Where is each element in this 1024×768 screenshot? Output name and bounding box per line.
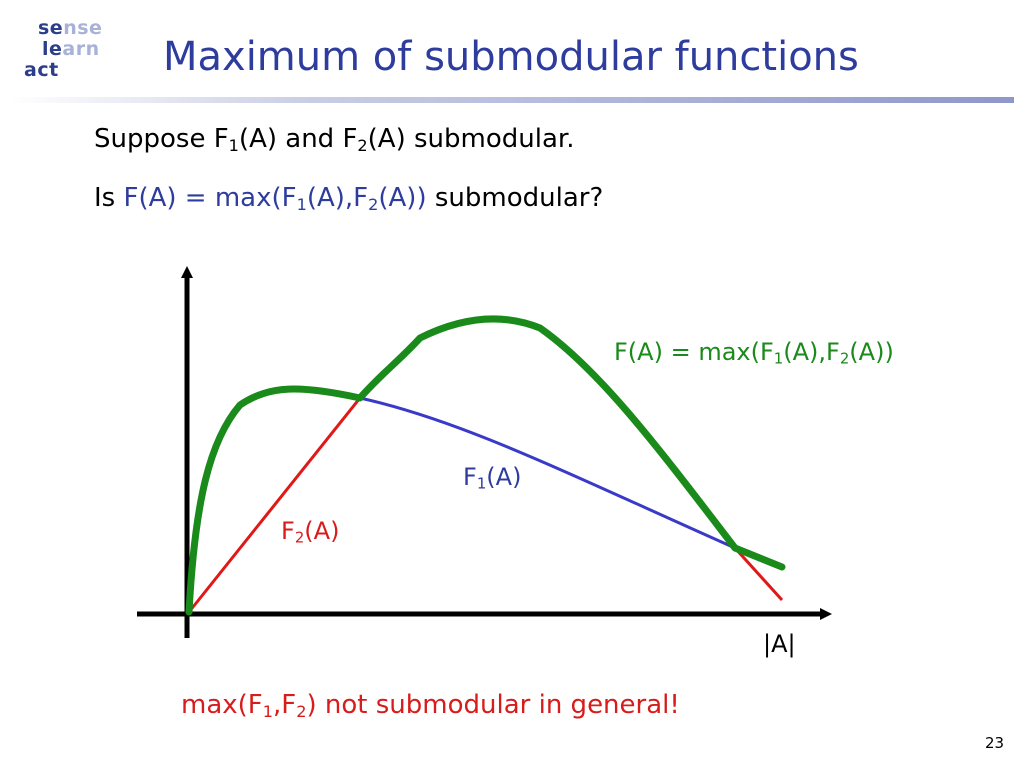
logo: sense learn act: [22, 18, 122, 90]
conclusion-caption: max(F1,F2) not submodular in general!: [181, 690, 680, 722]
max-expression: F(A) = max(F1(A),F2(A)): [123, 183, 427, 215]
page-number: 23: [985, 734, 1005, 752]
max-curve: [185, 315, 786, 616]
slide-title: Maximum of submodular functions: [163, 34, 859, 80]
f2-curve-label: F2(A): [281, 517, 340, 547]
statement-line: Suppose F1(A) and F2(A) submodular.: [94, 124, 575, 156]
logo-row-2: learn: [42, 38, 100, 60]
title-divider: [10, 97, 1014, 103]
x-axis-label: |A|: [763, 630, 796, 658]
f1-curve-label: F1(A): [463, 463, 522, 493]
logo-row-1: sense: [38, 17, 103, 39]
max-curve-label: F(A) = max(F1(A),F2(A)): [614, 338, 894, 368]
question-line: Is F(A) = max(F1(A),F2(A)) submodular?: [94, 183, 604, 215]
logo-row-3: act: [24, 59, 59, 81]
